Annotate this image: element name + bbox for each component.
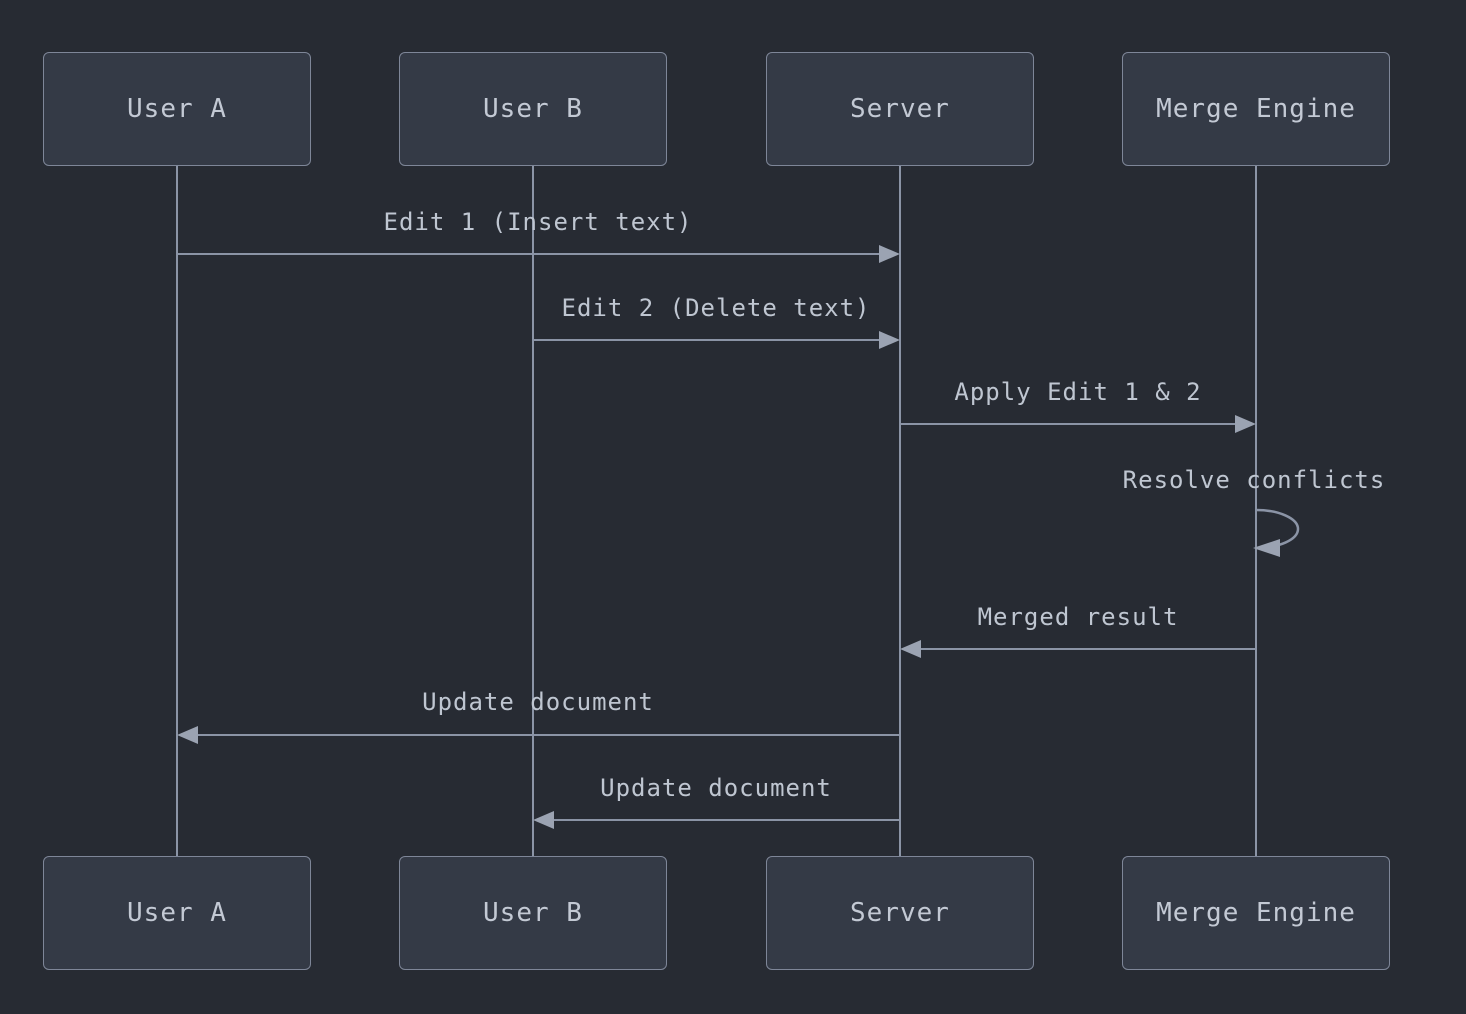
message-label-update-document-a: Update document — [422, 688, 654, 716]
actor-label-user-a-bottom: User A — [127, 898, 227, 928]
arrowhead-edit-2 — [879, 331, 900, 349]
actor-box-merge-engine-bottom: Merge Engine — [1122, 856, 1390, 970]
message-label-apply-edits: Apply Edit 1 & 2 — [954, 378, 1202, 406]
message-label-edit-2: Edit 2 (Delete text) — [561, 294, 871, 322]
arrowhead-edit-1 — [879, 245, 900, 263]
actor-box-user-b-top: User B — [399, 52, 667, 166]
actor-label-merge-engine-bottom: Merge Engine — [1156, 898, 1356, 928]
message-label-edit-1: Edit 1 (Insert text) — [383, 208, 693, 236]
arrowhead-apply-edits — [1235, 415, 1256, 433]
message-line-edit-1 — [177, 253, 880, 255]
lifeline-server — [899, 166, 901, 856]
actor-box-server-bottom: Server — [766, 856, 1034, 970]
actor-label-user-a: User A — [127, 94, 227, 124]
lifeline-user-a — [176, 166, 178, 856]
lifeline-user-b — [532, 166, 534, 856]
actor-box-user-a-bottom: User A — [43, 856, 311, 970]
message-line-update-document-b — [553, 819, 900, 821]
self-loop-resolve-conflicts — [1253, 508, 1300, 557]
actor-label-server: Server — [850, 94, 950, 124]
message-line-apply-edits — [900, 423, 1236, 425]
message-label-update-document-b: Update document — [600, 774, 832, 802]
message-line-merged-result — [920, 648, 1256, 650]
actor-label-server-bottom: Server — [850, 898, 950, 928]
actor-label-merge-engine: Merge Engine — [1156, 94, 1356, 124]
actor-box-user-a-top: User A — [43, 52, 311, 166]
actor-label-user-b: User B — [483, 94, 583, 124]
actor-box-server-top: Server — [766, 52, 1034, 166]
arrowhead-update-document-b — [533, 811, 554, 829]
message-line-edit-2 — [533, 339, 880, 341]
message-label-merged-result: Merged result — [977, 603, 1179, 631]
self-loop-arrowhead — [1253, 539, 1280, 557]
actor-box-merge-engine-top: Merge Engine — [1122, 52, 1390, 166]
message-label-resolve-conflicts: Resolve conflicts — [1122, 466, 1386, 494]
actor-label-user-b-bottom: User B — [483, 898, 583, 928]
arrowhead-merged-result — [900, 640, 921, 658]
actor-box-user-b-bottom: User B — [399, 856, 667, 970]
message-line-update-document-a — [197, 734, 900, 736]
arrowhead-update-document-a — [177, 726, 198, 744]
